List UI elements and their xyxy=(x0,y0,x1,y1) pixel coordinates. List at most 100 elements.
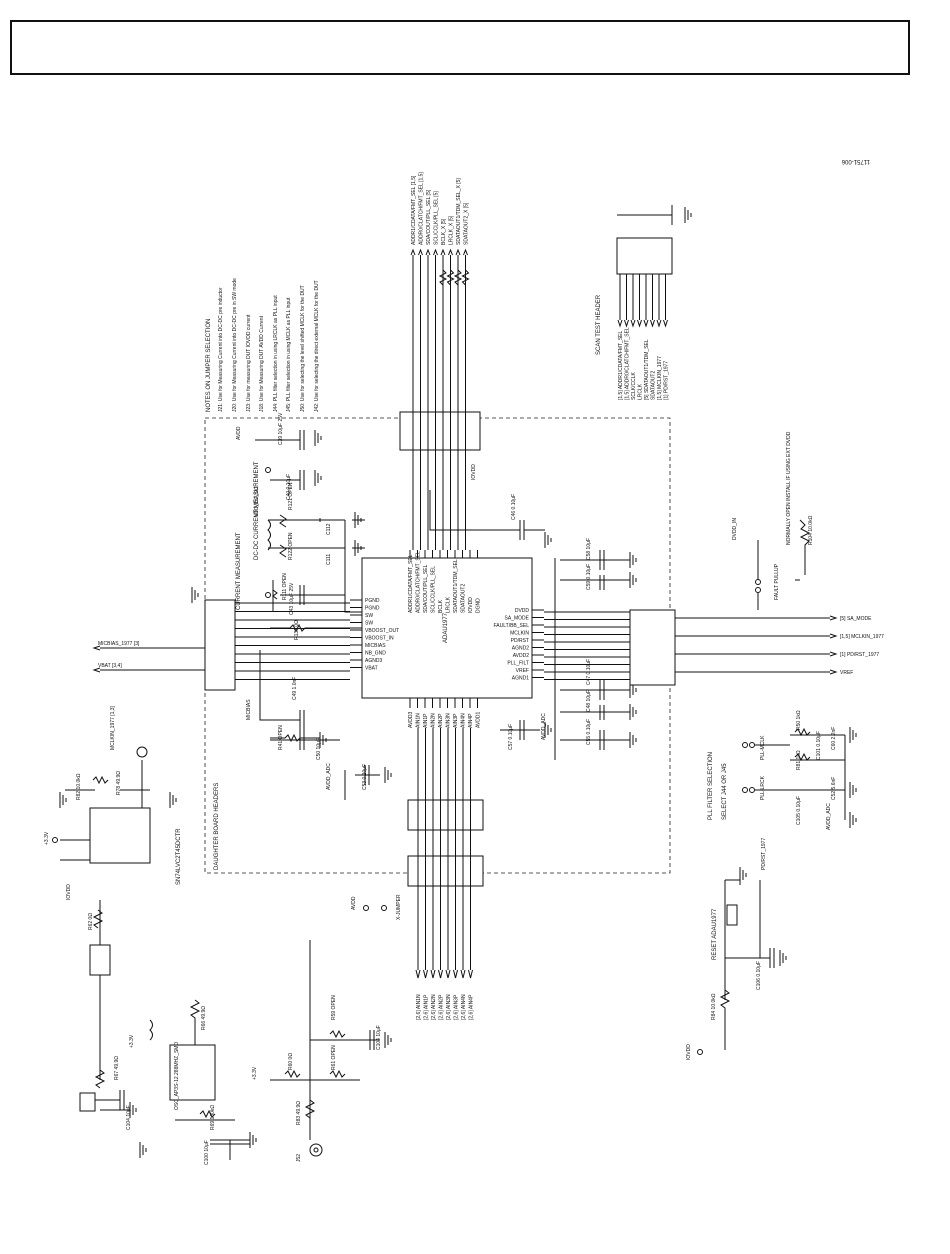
cap-label: C55 0.10μF xyxy=(586,719,592,745)
chip-pin-label: SA_MODE xyxy=(505,616,530,622)
cap-label: C48 10μF xyxy=(586,690,592,712)
chip-pin-label: VBOOST_OUT xyxy=(365,628,399,634)
net-pdrst: PD/RST_1977 xyxy=(761,838,767,870)
chip-pin-label: SW xyxy=(365,613,373,619)
chip-pin-label: AGND2 xyxy=(512,646,529,652)
chip-pin-label: DVDD xyxy=(515,608,530,614)
chip-pin-label: MCLKIN xyxy=(510,631,529,637)
normally-open-label: NORMALLY OPEN INSTALL IF USING EXT DVDD xyxy=(786,431,792,545)
cap-label: C59 0.10μF xyxy=(586,564,592,590)
pll-mclk-label: PLL-MCLK xyxy=(760,735,766,760)
cap-label: C100 10μF xyxy=(204,1140,210,1165)
note-line: J42: Use for selecting the direct extern… xyxy=(314,280,320,412)
chip-pin-label: AIN1P xyxy=(423,713,429,728)
jumper-j50 xyxy=(89,944,111,976)
cap-label: C105 0.10μF xyxy=(796,796,802,825)
cap-label: C52 5.6nF xyxy=(831,777,837,800)
res-label: R130 0Ω xyxy=(294,620,300,640)
chip-pin-label: SDATAOUT1/TDM_SEL xyxy=(453,559,459,613)
note-line: J44: PLL filter selection in using LRCLK… xyxy=(273,295,279,412)
note-line: J23: Use for measuring DUT IOVDD current xyxy=(246,314,252,412)
ain-net: [2,6] AIN2P xyxy=(439,994,445,1020)
connector-tp-ain xyxy=(407,855,484,887)
net-vdd-dcdc: VDD_DC_DC xyxy=(254,486,260,517)
pll-filter-section: PLL FILTER SELECTION SELECT J44 OR J45 R… xyxy=(708,710,846,830)
chip-pin-label: AGND3 xyxy=(365,658,382,664)
chip-pin-label: PD/RST xyxy=(511,638,529,644)
net-v33: +3.3V xyxy=(44,831,50,845)
scan-net: SDATAOUT2 xyxy=(651,371,657,400)
figure-id: 11751-006 xyxy=(841,158,870,164)
scan-net: SCLK/CCLK xyxy=(631,372,637,400)
scan-net: [1,5] ADDR1/CDATA/FMT_SEL xyxy=(618,331,624,400)
res-label: R84 10.0kΩ xyxy=(711,993,717,1020)
chip-pin-label: FAULT/BB_SEL xyxy=(494,623,530,629)
right-net: [1] PD/RST_1977 xyxy=(840,652,879,658)
chip-pin-label: AIN3N xyxy=(446,713,452,728)
title-frame xyxy=(10,20,910,75)
j52-label: J52 xyxy=(296,1154,302,1162)
res-label: R69 100kΩ xyxy=(210,1105,216,1130)
cap-label: C50 10μF xyxy=(316,738,322,760)
res-label: R41 OPEN xyxy=(278,725,284,750)
chip-pin-label: IOVDD xyxy=(468,597,474,613)
scan-net: [5] SDATAOUT1/TDM_SEL xyxy=(644,339,650,400)
left-net: VBAT [3,4] xyxy=(98,663,122,669)
cap-label: C53 0.10μF xyxy=(362,764,368,790)
scan-net: LRCLK xyxy=(638,383,644,400)
res-label: R104 10.0kΩ xyxy=(808,515,814,545)
net-iovdd: IOVDD xyxy=(686,1044,692,1060)
oscillator-y1 xyxy=(169,1044,216,1101)
reset-section: RESET ADAU1977 PD/RST_1977 C106 0.10μF R… xyxy=(686,838,775,1060)
right-offpage-nets: [5] SA_MODE[1,5] MCLKIN_1977[1] PD/RST_1… xyxy=(675,615,884,676)
chip-pin-label: PLL_FILT xyxy=(507,661,529,667)
note-line: J45: PLL filter selection in using MCLK … xyxy=(286,297,292,412)
top-bus-net: SDATAOUT1/TDM_SEL_X [5] xyxy=(456,178,462,245)
top-bus-net: SCL/CCLK/PLL_SEL [5] xyxy=(434,191,440,245)
chip-pin-label: AIN2N xyxy=(431,713,437,728)
net-mclkin: MCLKIN_1977 [1,3] xyxy=(110,705,116,750)
scan-header-label: SCAN TEST HEADER xyxy=(596,294,602,355)
chip-pin-label: ADDR0/CLATCH/FMT_SEL xyxy=(416,551,422,613)
inductor-l3 xyxy=(267,519,271,551)
res-label: R50 1kΩ xyxy=(796,710,802,730)
chip-name: ADAU1977 xyxy=(443,612,449,643)
scan-net: [1] PD/RST_1977 xyxy=(664,361,670,400)
chip-pin-label: SCL/CCLK/PLL_SEL xyxy=(431,566,437,613)
top-bus-net: SDA/COUT/PLL_SEL [5] xyxy=(426,189,432,245)
chip-pin-label: AIN4P xyxy=(468,713,474,728)
res-label: R61 OPEN xyxy=(331,1045,337,1070)
chip-pin-label: AVDD3 xyxy=(408,711,414,728)
net-v33: +3.3V xyxy=(252,1066,258,1080)
cap-label: C49 1.0nF xyxy=(292,677,298,700)
dcdc-label: DC-DC CURRENT MEASUREMENT xyxy=(254,461,260,560)
right-net: [5] SA_MODE xyxy=(840,616,872,622)
net-avdd-adc: AVDD_ADC xyxy=(326,763,332,790)
note-line: J18: Use for Measuring DUT AVDD Current xyxy=(259,315,265,412)
net-avdd-adc: AVDD_ADC xyxy=(826,803,832,830)
jumper-jp8 xyxy=(79,1092,96,1112)
net-avdd-adc: AVDD_ADC xyxy=(541,713,547,740)
jumper-notes: NOTES ON JUMPER SELECTION J21: Use for M… xyxy=(206,278,320,412)
chip-pin-label: AGND1 xyxy=(512,676,529,682)
cap-label: C104 10μF xyxy=(376,1025,382,1050)
level-shifter-label: SN74LVC2T45DCTR xyxy=(176,828,182,885)
net-iovdd: IOVDD xyxy=(66,884,72,900)
chip-pin-label: AIN1N xyxy=(416,713,422,728)
chip-pin-label: AVDD1 xyxy=(476,711,482,728)
fault-pullup-label: FAULT PULLUP xyxy=(774,563,780,600)
net-avdd: AVDD xyxy=(236,426,242,440)
chip-pin-label: ADDR1/CDATA/FMT_SEL xyxy=(408,554,414,613)
cap-label: C60 2.2nF xyxy=(831,727,837,750)
ain-net: [2,6] AIN4P xyxy=(469,994,475,1020)
res-label: R67 49.9Ω xyxy=(114,1056,120,1080)
cap-label: C58 10μF xyxy=(586,538,592,560)
chip-pin-label: VBAT xyxy=(365,666,378,672)
res-label: R60 0Ω xyxy=(288,1053,294,1070)
cap-label: C106 0.10μF xyxy=(756,961,762,990)
net-micbias: MICBIAS xyxy=(246,699,252,720)
ground-symbols xyxy=(59,207,857,1158)
clock-level-shifter-section: SN74LVC2T45DCTR R82 10.0kΩ R78 49.9Ω +3.… xyxy=(44,705,402,1165)
